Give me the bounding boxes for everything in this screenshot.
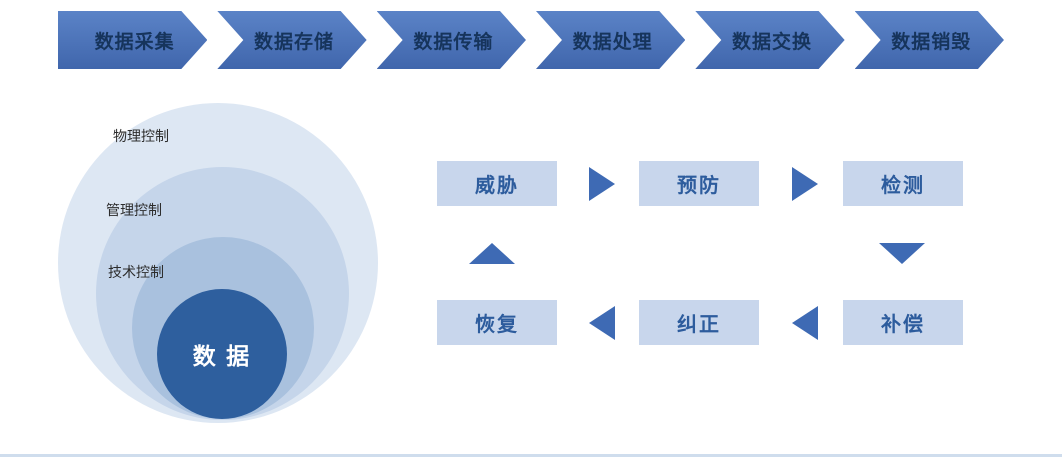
prevention-label: 预防 bbox=[677, 175, 721, 197]
detection-box: 检测 bbox=[843, 161, 963, 206]
prevention-box: 预防 bbox=[639, 161, 759, 206]
bottom-divider bbox=[0, 454, 1062, 457]
data-core-label: 数 据 bbox=[192, 343, 252, 369]
arrow-up-icon bbox=[469, 243, 515, 264]
arrow-left-icon bbox=[792, 306, 818, 340]
lifecycle-stage-collection: 数据采集 bbox=[58, 11, 207, 69]
lifecycle-stage-label: 数据销毁 bbox=[891, 31, 972, 53]
technical-control-label: 技术控制 bbox=[108, 264, 164, 280]
threat-label: 威胁 bbox=[475, 175, 519, 197]
lifecycle-stage-label: 数据存储 bbox=[253, 31, 334, 53]
arrow-right-icon bbox=[792, 167, 818, 201]
threat-box: 威胁 bbox=[437, 161, 557, 206]
lifecycle-stage-label: 数据传输 bbox=[413, 31, 494, 53]
physical-control-label: 物理控制 bbox=[113, 128, 169, 144]
recovery-box: 恢复 bbox=[437, 300, 557, 345]
arrow-right-icon bbox=[589, 167, 615, 201]
compensation-box: 补偿 bbox=[843, 300, 963, 345]
lifecycle-stage-label: 数据处理 bbox=[572, 31, 653, 53]
lifecycle-stage-label: 数据交换 bbox=[731, 31, 812, 53]
lifecycle-stage-label: 数据采集 bbox=[94, 31, 175, 53]
correction-box: 纠正 bbox=[639, 300, 759, 345]
compensation-label: 补偿 bbox=[881, 314, 925, 336]
arrow-down-icon bbox=[879, 243, 925, 264]
detection-label: 检测 bbox=[881, 175, 925, 197]
data-core-circle: 数 据 bbox=[157, 289, 287, 419]
data-lifecycle-flow: 数据采集 数据存储 数据传输 数据处理 数据交换 数据销毁 bbox=[58, 11, 1004, 69]
correction-label: 纠正 bbox=[677, 314, 721, 336]
recovery-label: 恢复 bbox=[475, 314, 519, 336]
management-control-label: 管理控制 bbox=[106, 202, 162, 218]
lifecycle-stage-exchange: 数据交换 bbox=[695, 11, 844, 69]
arrow-left-icon bbox=[589, 306, 615, 340]
